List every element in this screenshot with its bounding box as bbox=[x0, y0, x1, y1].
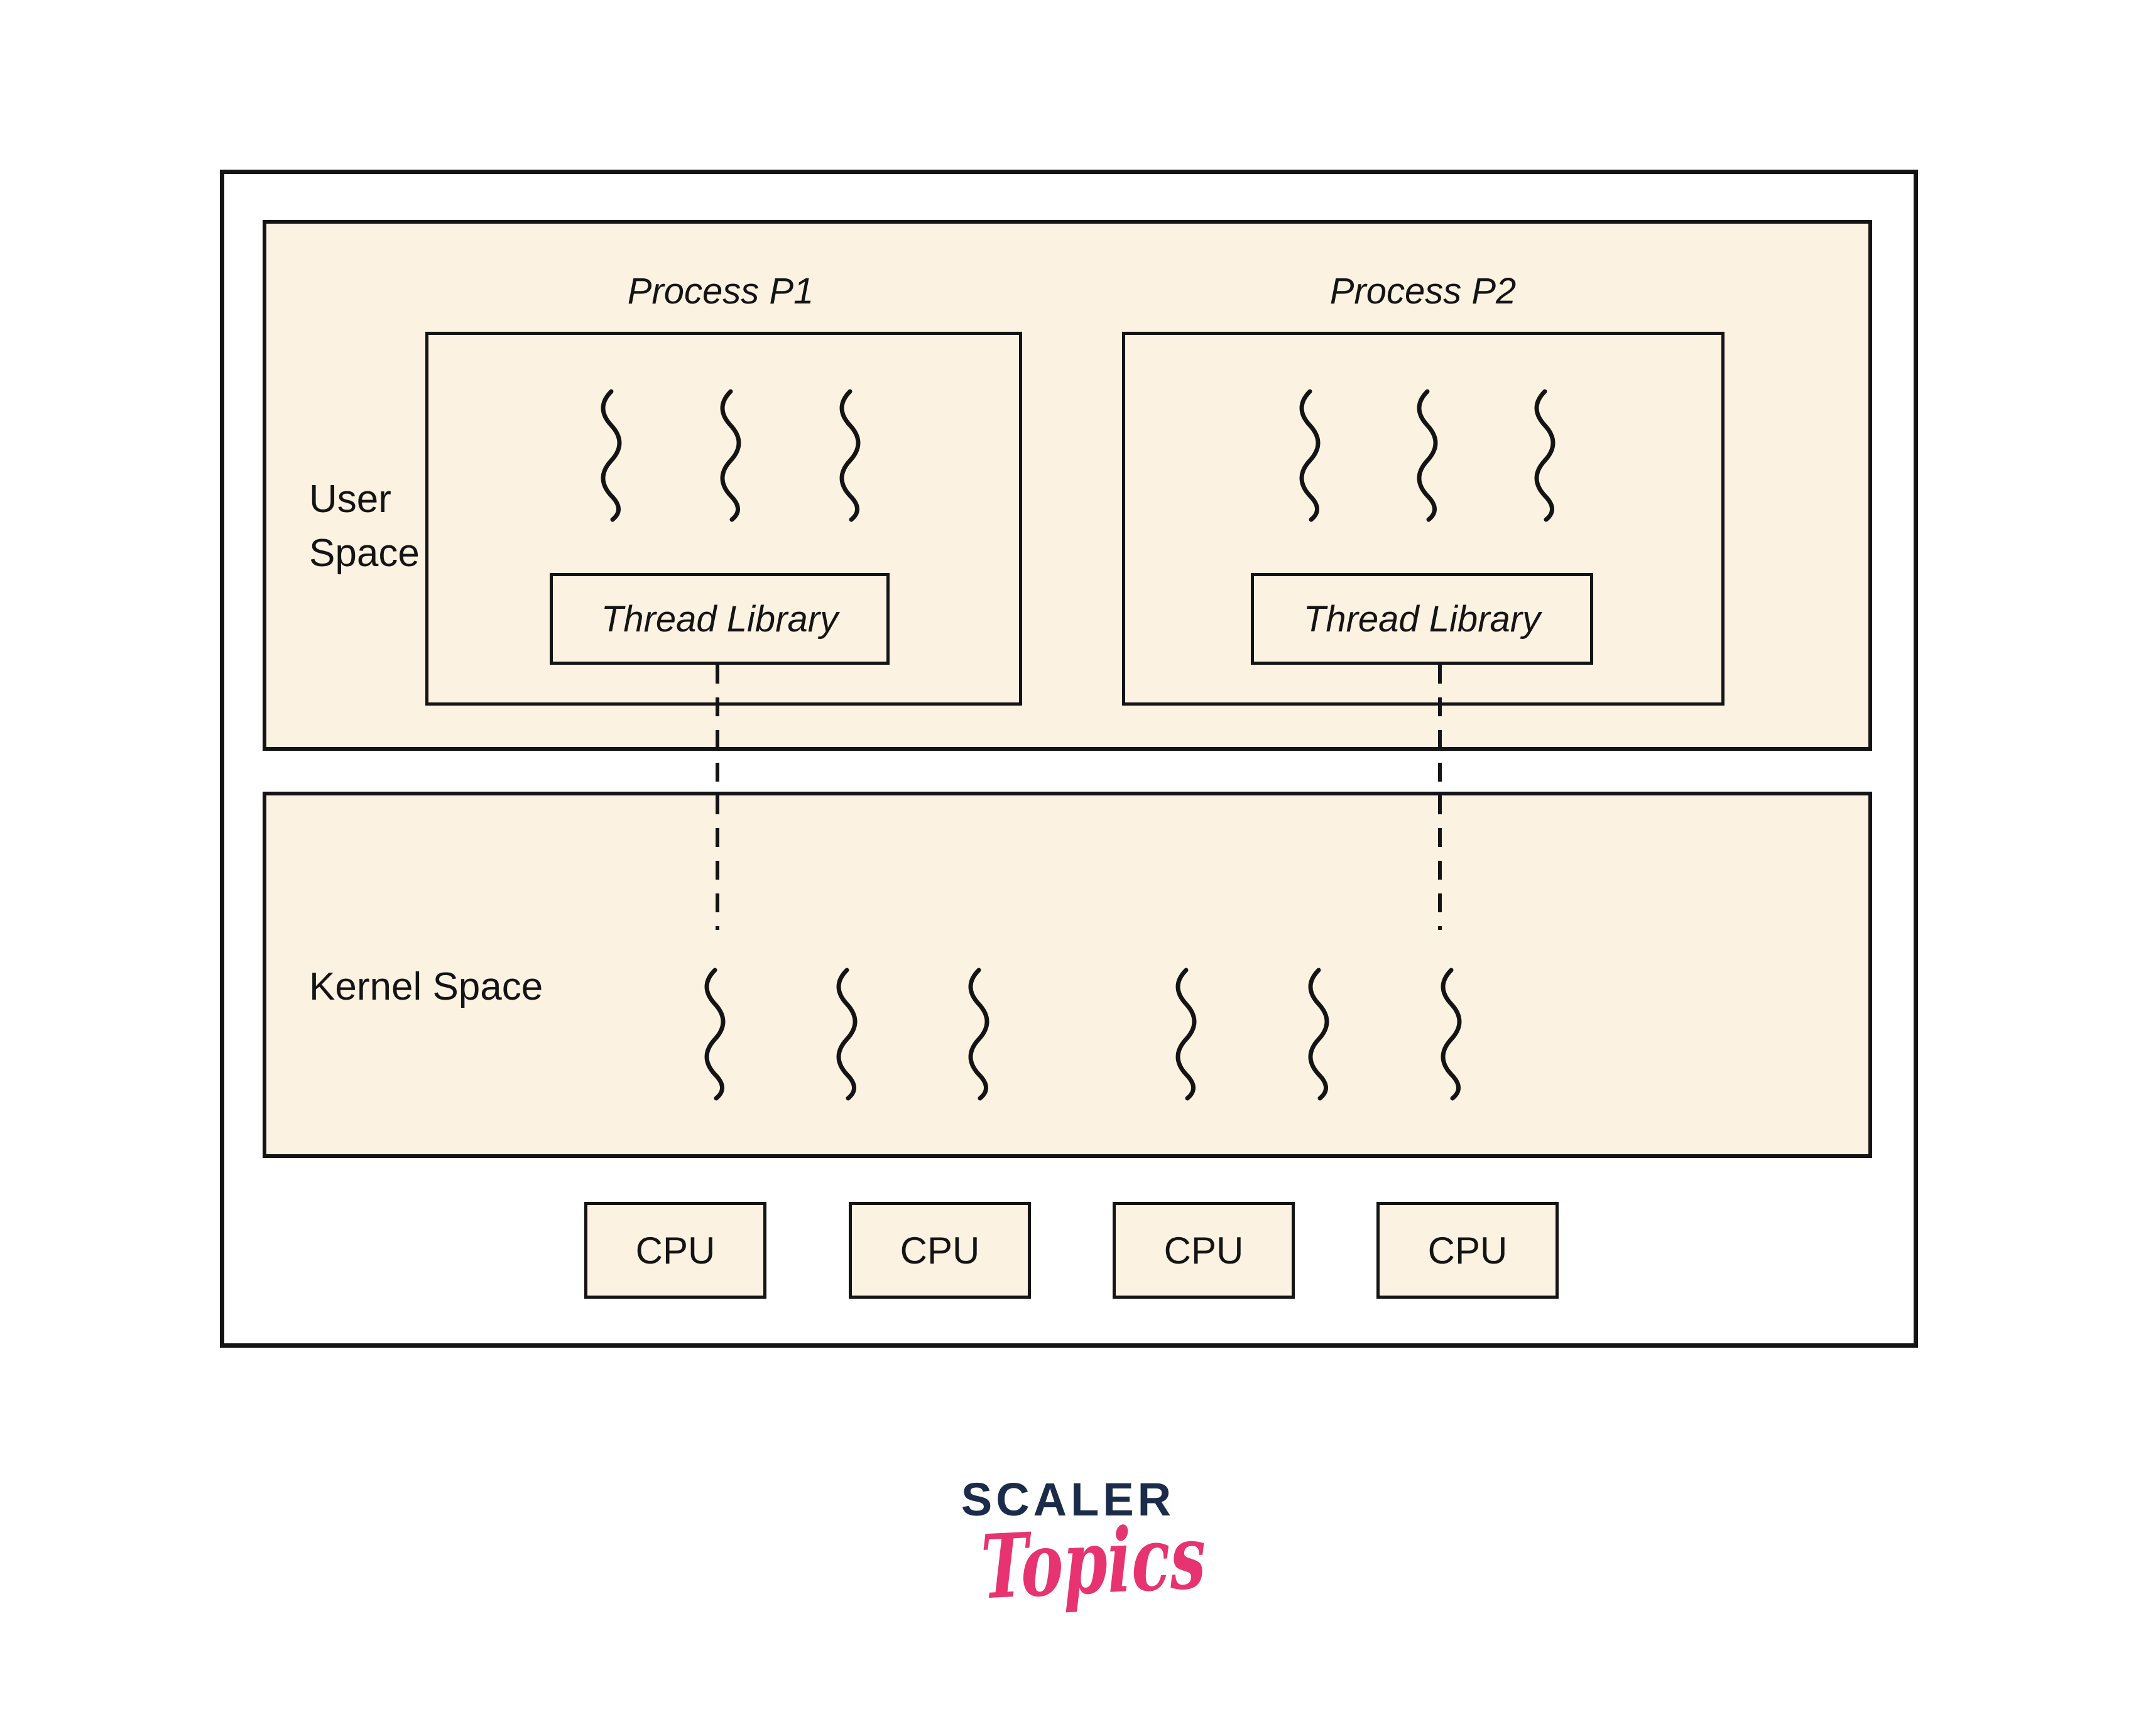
user-space-label-line1: User bbox=[309, 478, 391, 521]
user-space-label-line2: Space bbox=[309, 532, 420, 575]
process-p2-box bbox=[1122, 332, 1725, 706]
kernel-threads-group-2 bbox=[1162, 965, 1465, 1103]
thread-squiggle-icon bbox=[1441, 968, 1462, 1101]
process-p1-threads bbox=[587, 386, 864, 525]
user-space-region bbox=[263, 220, 1872, 751]
kernel-space-label: Kernel Space bbox=[309, 965, 543, 1008]
thread-squiggle-icon bbox=[968, 968, 989, 1101]
thread-squiggle-icon bbox=[836, 968, 858, 1101]
thread-library-p2-box: Thread Library bbox=[1251, 573, 1593, 665]
thread-squiggle-icon bbox=[1308, 968, 1329, 1101]
process-p1-title: Process P1 bbox=[627, 271, 814, 312]
cpu-box-3: CPU bbox=[1113, 1202, 1295, 1299]
thread-squiggle-icon bbox=[720, 389, 741, 522]
thread-squiggle-icon bbox=[601, 389, 622, 522]
thread-squiggle-icon bbox=[1175, 968, 1197, 1101]
thread-squiggle-icon bbox=[704, 968, 726, 1101]
scaler-logo: SCALER Topics bbox=[936, 1473, 1207, 1620]
thread-squiggle-icon bbox=[1417, 389, 1438, 522]
cpu-box-4: CPU bbox=[1376, 1202, 1559, 1299]
cpu-box-2: CPU bbox=[849, 1202, 1031, 1299]
kernel-space-region bbox=[263, 792, 1872, 1158]
thread-library-p1-box: Thread Library bbox=[550, 573, 890, 665]
user-space-label: User Space bbox=[309, 472, 420, 581]
kernel-threads-group-1 bbox=[691, 965, 993, 1103]
process-p1-box bbox=[425, 332, 1022, 706]
dashed-connector-p1 bbox=[716, 665, 719, 930]
thread-squiggle-icon bbox=[1534, 389, 1556, 522]
scaler-logo-product: Topics bbox=[979, 1505, 1207, 1620]
process-p2-title: Process P2 bbox=[1329, 271, 1517, 312]
cpu-box-1: CPU bbox=[584, 1202, 766, 1299]
thread-squiggle-icon bbox=[1299, 389, 1321, 522]
thread-squiggle-icon bbox=[839, 389, 861, 522]
scaler-logo-brand: SCALER bbox=[961, 1473, 1175, 1526]
dashed-connector-p2 bbox=[1438, 665, 1442, 930]
process-p2-threads bbox=[1286, 386, 1559, 525]
